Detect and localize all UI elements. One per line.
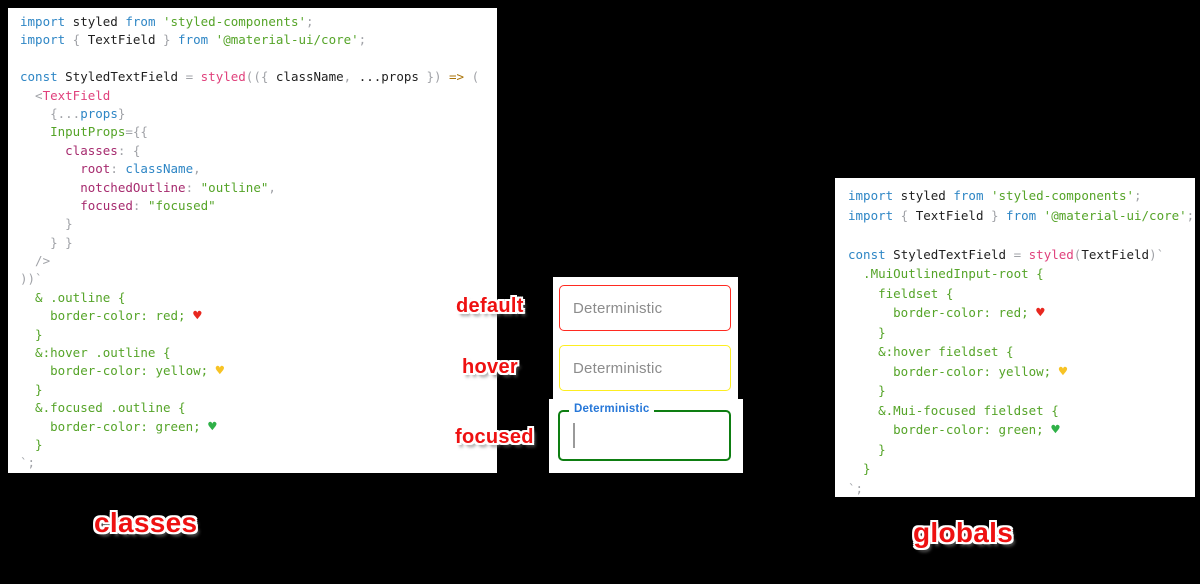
text-cursor xyxy=(573,423,575,448)
code-line: } } xyxy=(20,234,73,250)
textfield-default-input[interactable] xyxy=(560,286,730,330)
code-line: border-color: yellow; ♥ xyxy=(20,363,225,380)
code-line: .MuiOutlinedInput-root { xyxy=(848,266,1044,281)
code-line: border-color: red; ♥ xyxy=(848,305,1045,321)
textfield-focused-label: Deterministic xyxy=(569,403,655,415)
textfield-default[interactable] xyxy=(559,285,731,331)
code-line: } xyxy=(20,216,73,232)
code-line: } xyxy=(20,381,43,397)
code-line: InputProps={{ xyxy=(20,124,148,140)
label-hover-state: hover xyxy=(462,356,518,378)
textfield-focused[interactable]: Deterministic xyxy=(558,403,731,461)
code-line: `; xyxy=(20,455,36,471)
code-line: } xyxy=(848,324,886,340)
code-line: } xyxy=(20,436,43,452)
textfield-focused-input[interactable] xyxy=(560,412,729,459)
code-line: const StyledTextField = styled(TextField… xyxy=(848,246,1165,262)
code-line: border-color: yellow; ♥ xyxy=(848,363,1068,380)
code-line: &.Mui-focused fieldset { xyxy=(848,402,1059,418)
code-line: focused: "focused" xyxy=(20,197,216,213)
code-line: <TextField xyxy=(20,87,111,103)
code-block-globals: import styled from 'styled-components'; i… xyxy=(835,178,1195,497)
code-line: & .outline { xyxy=(20,289,126,305)
code-line: } xyxy=(848,441,886,457)
code-line: } xyxy=(848,461,871,476)
code-line: /> xyxy=(20,253,51,269)
code-line: import { TextField } from '@material-ui/… xyxy=(848,207,1195,223)
code-line xyxy=(20,50,497,68)
code-line: classes: { xyxy=(20,142,141,158)
code-line: } xyxy=(848,383,886,398)
code-line: border-color: green; ♥ xyxy=(20,418,217,435)
code-line: `; xyxy=(848,480,864,496)
code-line: const StyledTextField = styled(({ classN… xyxy=(20,69,480,85)
label-default-state: default xyxy=(456,295,524,317)
code-line: {...props} xyxy=(20,105,126,121)
label-focused-state: focused xyxy=(455,426,534,448)
textfield-hover-input[interactable] xyxy=(560,346,730,390)
label-globals-approach: globals xyxy=(913,517,1014,548)
code-line: fieldset { xyxy=(848,285,954,301)
code-line: border-color: red; ♥ xyxy=(20,308,202,325)
label-classes-approach: classes xyxy=(94,507,198,538)
code-line: import styled from 'styled-components'; xyxy=(848,188,1142,203)
code-line: ))` xyxy=(20,271,43,287)
code-line: notchedOutline: "outline", xyxy=(20,179,276,195)
textfield-hover[interactable] xyxy=(559,345,731,391)
code-block-classes: import styled from 'styled-components'; i… xyxy=(8,8,497,473)
code-line: &:hover fieldset { xyxy=(848,344,1014,359)
code-line: import { TextField } from '@material-ui/… xyxy=(20,32,367,48)
code-line: } xyxy=(20,326,43,342)
code-line: &:hover .outline { xyxy=(20,345,171,361)
code-line: border-color: green; ♥ xyxy=(848,422,1060,438)
code-line: &.focused .outline { xyxy=(20,400,186,416)
code-line xyxy=(848,225,1195,245)
code-line: root: className, xyxy=(20,161,201,177)
code-line: import styled from 'styled-components'; xyxy=(20,14,314,29)
